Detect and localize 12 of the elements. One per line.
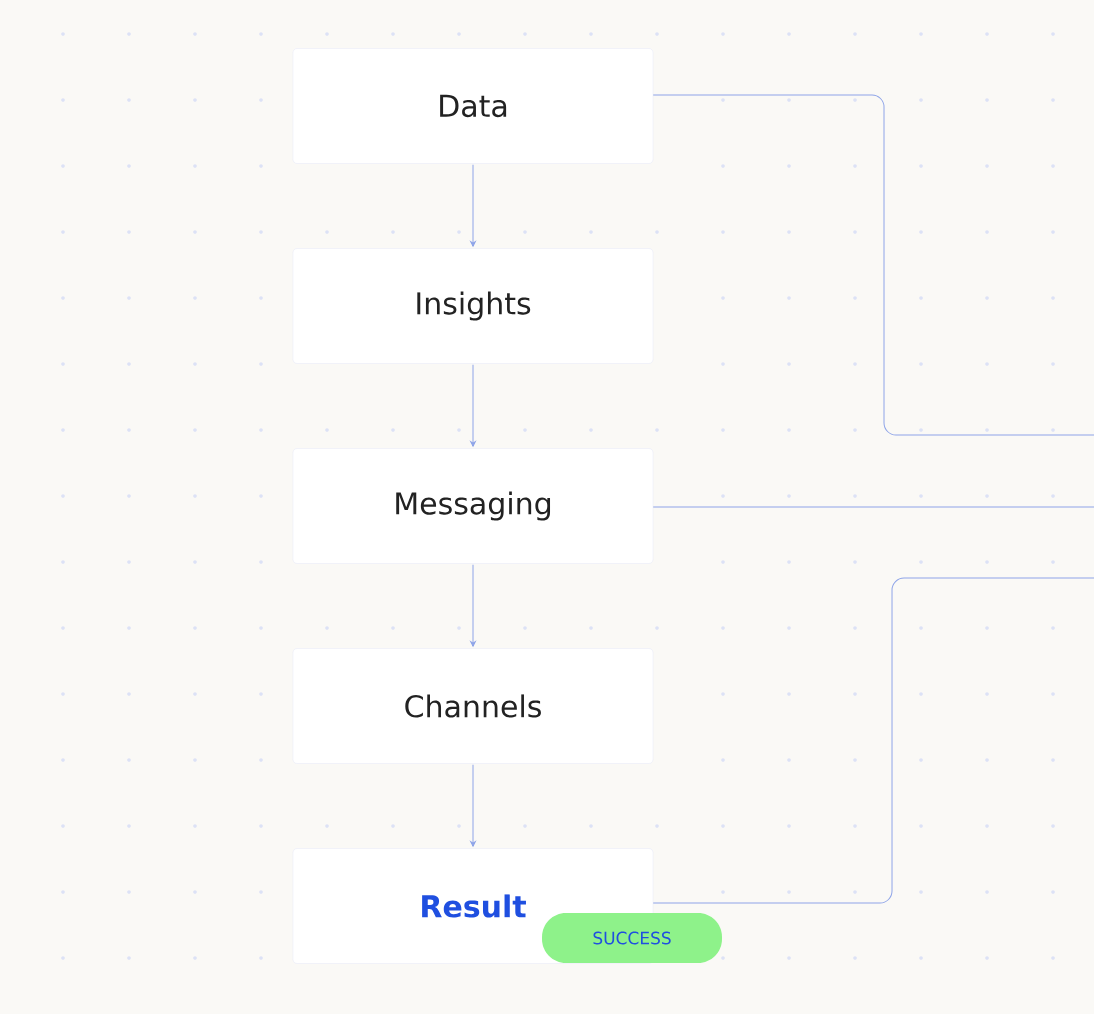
process-box: Messaging [292, 448, 654, 564]
connector [652, 506, 1094, 508]
connector [470, 364, 476, 447]
connector [470, 164, 476, 247]
status-badge: SUCCESS [542, 913, 722, 963]
process-box: Insights [292, 248, 654, 364]
connector [470, 764, 476, 847]
connector [652, 577, 1094, 904]
process-box: Channels [292, 648, 654, 764]
connector [652, 94, 1094, 436]
connector [470, 564, 476, 647]
process-box: Data [292, 48, 654, 164]
